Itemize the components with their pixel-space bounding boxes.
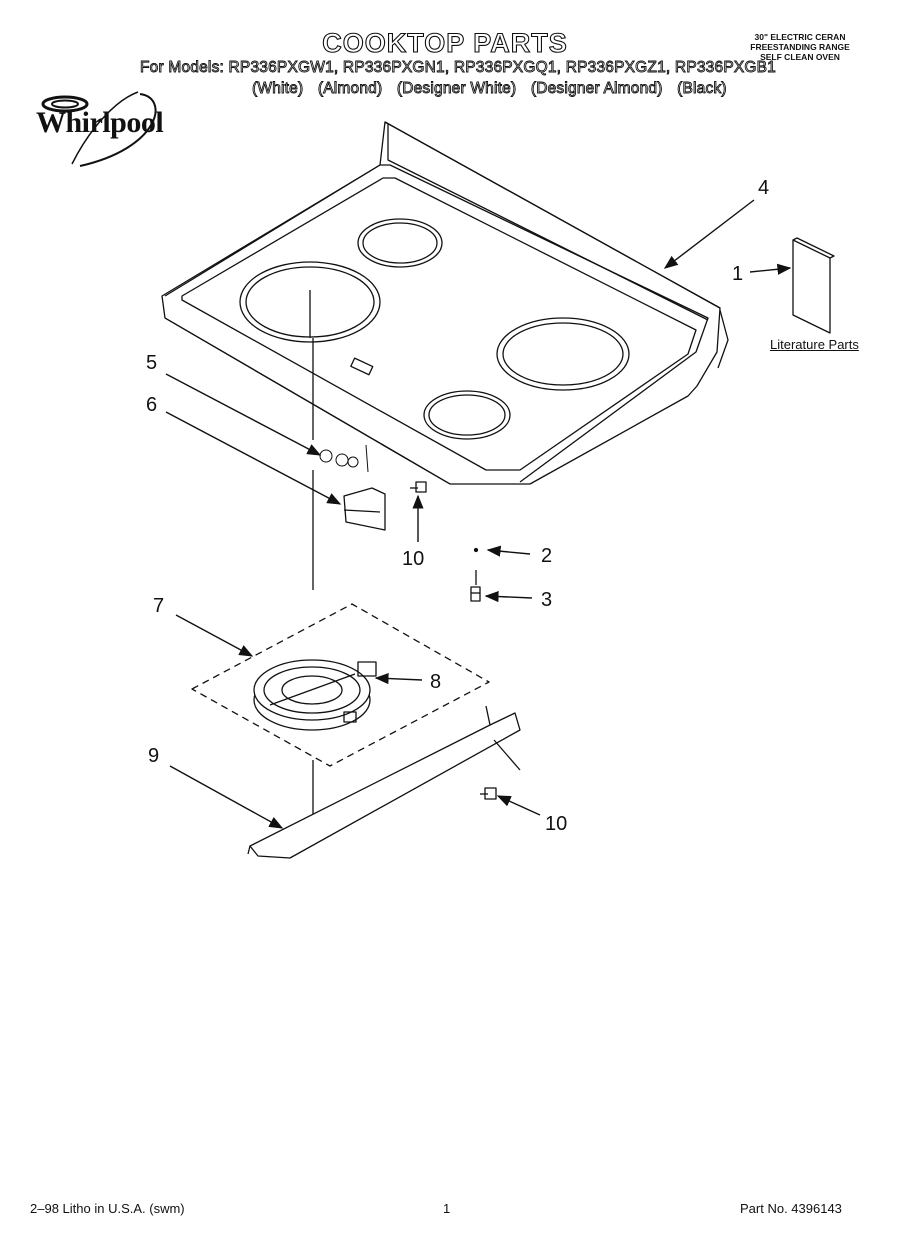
burner-right-large (496, 317, 630, 391)
literature-parts-label: Literature Parts (770, 337, 859, 352)
part-8-heating-element (253, 659, 377, 731)
callout-7: 7 (153, 595, 165, 617)
burner-front-small (423, 390, 511, 440)
callout-8: 8 (430, 671, 442, 693)
color-black: (Black) (677, 80, 727, 98)
burner-rear-small (357, 218, 443, 268)
callout-6: 6 (146, 394, 158, 416)
cooktop-assembly (161, 121, 729, 485)
color-almond: (Almond) (317, 80, 383, 98)
brand-logo: Whirlpool (36, 106, 164, 139)
footer-page-number: 1 (443, 1201, 451, 1216)
part-10-screw-upper (410, 481, 427, 493)
part-1-literature-book (792, 239, 831, 334)
color-designer-white: (Designer White) (396, 80, 517, 98)
arrow-3 (484, 590, 533, 603)
spec-line-3: SELF CLEAN OVEN (760, 52, 840, 62)
arrow-8 (374, 672, 423, 685)
callout-4: 4 (758, 177, 770, 199)
part-3-screw (470, 586, 481, 602)
spec-line-2: FREESTANDING RANGE (750, 42, 850, 52)
callout-1: 1 (732, 263, 744, 285)
part-9-bracket (247, 705, 521, 859)
callout-5: 5 (146, 352, 158, 374)
footer-part-number: Part No. 4396143 (740, 1201, 842, 1216)
callout-9: 9 (148, 745, 160, 767)
color-white: (White) (252, 80, 304, 98)
callout-2: 2 (541, 545, 553, 567)
arrow-2 (486, 545, 531, 557)
callout-10-lower: 10 (545, 813, 568, 835)
arrow-9 (169, 765, 284, 829)
arrow-10b (496, 795, 541, 816)
part-6-bracket (343, 487, 386, 531)
footer-litho: 2–98 Litho in U.S.A. (swm) (30, 1201, 185, 1216)
arrow-6 (165, 411, 342, 505)
part-10-screw-lower (480, 787, 497, 800)
models-line: For Models: RP336PXGW1, RP336PXGN1, RP33… (140, 59, 777, 77)
callout-10-upper: 10 (402, 548, 425, 570)
page-title: COOKTOP PARTS (322, 27, 568, 58)
arrow-5 (165, 373, 322, 456)
color-designer-almond: (Designer Almond) (530, 80, 663, 98)
spec-line-1: 30" ELECTRIC CERAN (754, 32, 846, 42)
part-2-washer (473, 547, 479, 553)
arrow-7 (175, 614, 254, 657)
part-7-element-outline (191, 603, 490, 767)
spec-block: 30" ELECTRIC CERAN FREESTANDING RANGE SE… (715, 32, 885, 62)
colors-line: (White) (Almond) (Designer White) (Desig… (252, 80, 737, 98)
leader-lines (312, 338, 477, 820)
arrow-4 (663, 199, 755, 269)
part-5-clip (319, 444, 369, 473)
arrow-1 (749, 263, 792, 275)
callout-3: 3 (541, 589, 553, 611)
whirlpool-swirl-icon (41, 91, 157, 167)
burner-left-large (239, 261, 381, 343)
